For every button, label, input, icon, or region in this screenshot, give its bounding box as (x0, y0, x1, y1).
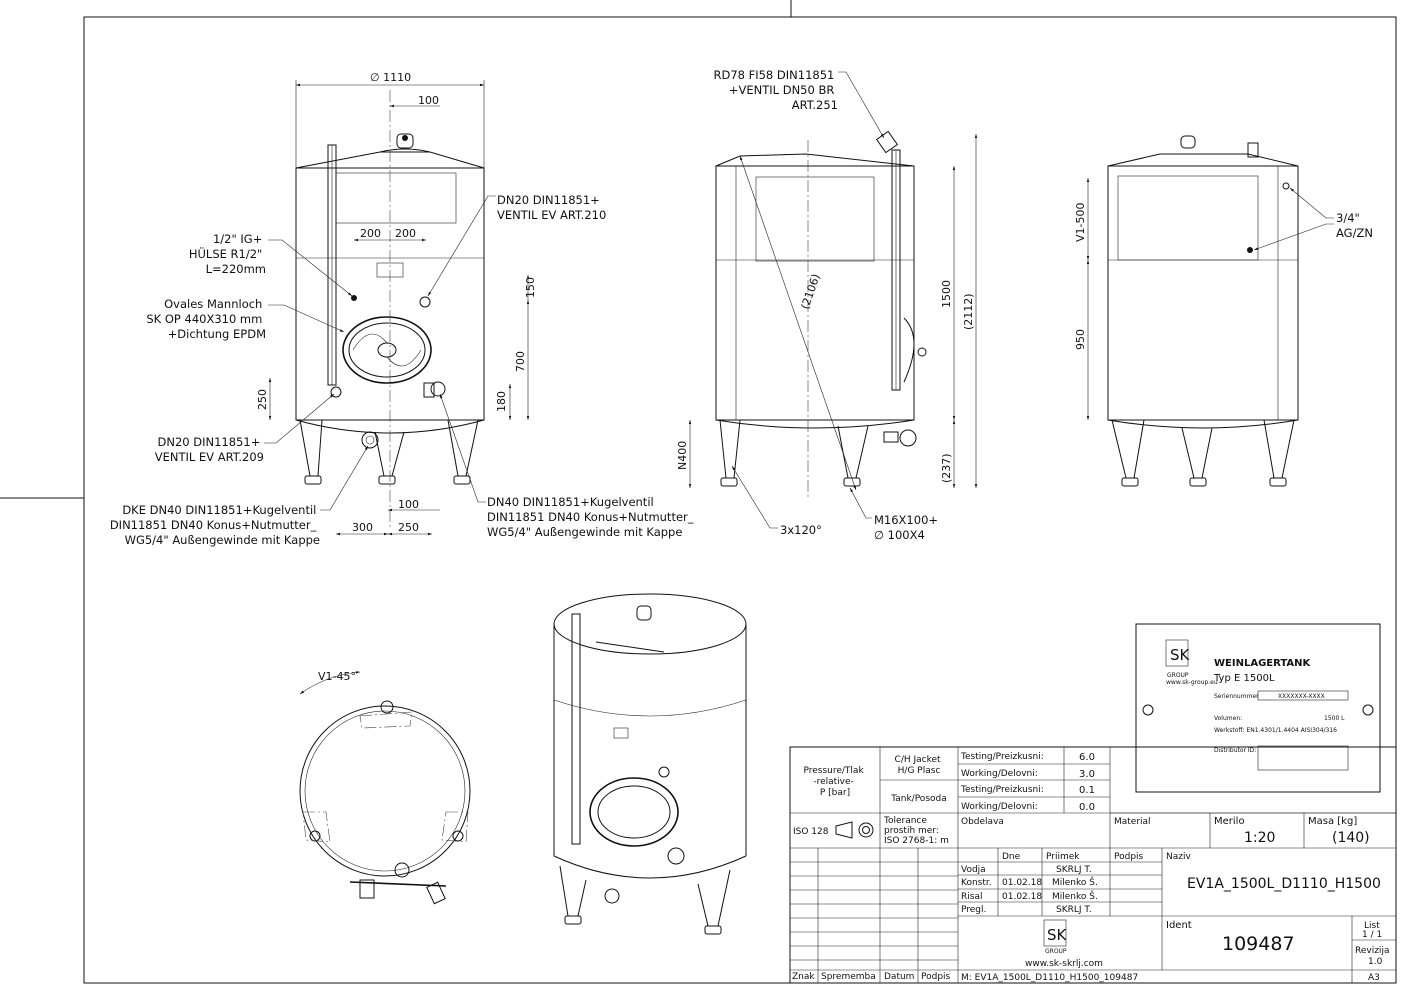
nameplate-serial-value: XXXXXXX-XXXX (1278, 693, 1325, 700)
tb-revizija-value: 1.0 (1368, 957, 1383, 967)
rear-view: V1-500 950 3/4" AG/ZN (1074, 135, 1373, 487)
callout-rd78: RD78 FI58 DIN11851 +VENTIL DN50 BR ART.2… (713, 68, 838, 112)
side-view: (2106) 1500 (2112) N400 (237) RD78 FI58 … (676, 68, 978, 542)
tb-website: www.sk-skrlj.com (1025, 959, 1103, 969)
tb-jacket-testing-value: 6.0 (1079, 752, 1095, 763)
nameplate-logo-web: www.sk-group.eu (1166, 679, 1218, 686)
tb-row-date: 01.02.18 (1002, 892, 1042, 902)
side-dim-237: (237) (940, 453, 953, 483)
callout-legs: 3x120° (780, 523, 822, 537)
tb-jacket-working-value: 3.0 (1079, 769, 1095, 780)
tb-row-role: Pregl. (961, 905, 986, 915)
nameplate-type: Typ E 1500L (1213, 673, 1275, 684)
callout-dn40: DN40 DIN11851+Kugelventil DIN11851 DN40 … (487, 495, 697, 539)
callout-manhole: Ovales Mannloch SK OP 440X310 mm +Dichtu… (146, 297, 266, 341)
tb-format: A3 (1368, 973, 1380, 983)
tb-list-value: 1 / 1 (1362, 930, 1382, 940)
tb-naziv-label: Naziv (1166, 852, 1191, 862)
tb-obdelava: Obdelava (961, 817, 1004, 827)
tb-sprememba: Sprememba (821, 972, 876, 982)
tb-row-role: Konstr. (961, 878, 992, 888)
tb-podpis-bottom: Podpis (921, 972, 951, 982)
tb-dne-label: Dne (1002, 852, 1021, 862)
rear-dim-v1-500: V1-500 (1074, 203, 1087, 243)
tb-row-role: Vodja (961, 865, 986, 875)
tb-row-name: SKRLJ T. (1056, 865, 1092, 875)
nameplate-logo: SK (1170, 646, 1191, 664)
nameplate: SK GROUP www.sk-group.eu WEINLAGERTANK T… (1135, 623, 1381, 793)
tb-revizija-label: Revizija (1355, 946, 1389, 956)
side-dim-n400: N400 (676, 441, 689, 470)
tb-tank-testing-label: Testing/Preizkusni: (960, 785, 1044, 795)
side-dim-1500: 1500 (940, 280, 953, 308)
tb-datum: Datum (884, 972, 914, 982)
nameplate-distributor-label: Distributor ID: (1214, 747, 1256, 754)
tb-logo: SK (1047, 926, 1068, 944)
tb-merilo-value: 1:20 (1244, 830, 1275, 846)
front-view: ∅ 1110 100 200 200 150 700 180 250 100 3… (110, 71, 697, 547)
front-diameter-label: ∅ 1110 (370, 71, 411, 84)
callout-thread: 3/4" AG/ZN (1336, 211, 1373, 240)
tb-tolerance: Tolerance prostih mer: ISO 2768-1: m (883, 816, 949, 846)
tb-tank-working-value: 0.0 (1079, 802, 1095, 813)
callout-dke: DKE DN40 DIN11851+Kugelventil DIN11851 D… (110, 503, 320, 547)
tb-tank-testing-value: 0.1 (1079, 785, 1095, 796)
tb-pressure-label: Pressure/Tlak -relative- P [bar] (803, 766, 866, 798)
side-dim-2112: (2112) (962, 293, 975, 330)
callout-valve-bottom: DN20 DIN11851+ VENTIL EV ART.209 (155, 435, 264, 464)
tb-ident-value: 109487 (1222, 933, 1295, 955)
tb-row-name: Milenko Š. (1052, 890, 1098, 902)
isometric-view (553, 593, 747, 935)
tb-logo-sub: GROUP (1045, 948, 1067, 955)
tb-jacket-testing-label: Testing/Preizkusni: (960, 752, 1044, 762)
tb-material: Material (1114, 817, 1151, 827)
sheet-border (0, 0, 1397, 984)
nameplate-title: WEINLAGERTANK (1214, 658, 1312, 669)
side-dim-2106: (2106) (799, 272, 823, 311)
tb-jacket-working-label: Working/Delovni: (961, 769, 1038, 779)
nameplate-material-label: Werkstoff: EN1.4301/1.4404 AISI304/316 (1214, 727, 1337, 734)
tb-jacket-label: C/H Jacket H/G Plasc (895, 755, 944, 776)
front-dim-100-top: 100 (418, 94, 439, 107)
tb-znak: Znak (792, 972, 815, 982)
tb-masa-value: (140) (1332, 830, 1370, 846)
front-dim-700: 700 (514, 351, 527, 372)
front-dim-200-left: 200 (360, 227, 381, 240)
front-dim-180: 180 (495, 391, 508, 412)
title-block: Pressure/Tlak -relative- P [bar] C/H Jac… (789, 746, 1397, 984)
nameplate-logo-sub: GROUP (1167, 672, 1189, 679)
front-dim-250-bottom: 250 (398, 521, 419, 534)
front-dim-200-right: 200 (395, 227, 416, 240)
callout-feet: M16X100+ ∅ 100X4 (874, 513, 942, 542)
tb-podpis-label: Podpis (1114, 852, 1144, 862)
tb-naziv-value: EV1A_1500L_D1110_H1500 (1187, 876, 1381, 892)
tb-ident-label: Ident (1166, 920, 1192, 931)
rear-dim-950: 950 (1074, 329, 1087, 350)
nameplate-serial-label: Seriennummer (1214, 693, 1259, 700)
tb-priimek-label: Priimek (1046, 852, 1080, 862)
top-view-angle: V1-45° (318, 670, 356, 683)
tb-tank-working-label: Working/Delovni: (961, 802, 1038, 812)
front-dim-250-left: 250 (256, 389, 269, 410)
tb-iso128: ISO 128 (793, 827, 829, 837)
tb-file: M: EV1A_1500L_D1110_H1500_109487 (961, 973, 1138, 983)
tb-merilo-label: Merilo (1214, 816, 1245, 827)
tb-row-name: Milenko Š. (1052, 876, 1098, 888)
tb-row-name: SKRLJ T. (1056, 905, 1092, 915)
front-dim-300: 300 (352, 521, 373, 534)
nameplate-volume-value: 1500 L (1324, 715, 1345, 722)
nameplate-volume-label: Volumen: (1214, 715, 1242, 722)
tb-masa-label: Masa [kg] (1308, 816, 1357, 827)
tb-tank-label: Tank/Posoda (890, 794, 947, 804)
front-dim-100-bottom: 100 (398, 498, 419, 511)
callout-sleeve: 1/2" IG+ HÜLSE R1/2" L=220mm (189, 232, 266, 276)
tb-row-date: 01.02.18 (1002, 878, 1042, 888)
top-view: V1-45° (299, 670, 471, 905)
tb-list-label: List (1364, 921, 1380, 931)
front-dim-150: 150 (524, 277, 537, 298)
tb-row-role: Risal (961, 892, 982, 902)
callout-valve-top: DN20 DIN11851+ VENTIL EV ART.210 (497, 193, 606, 222)
